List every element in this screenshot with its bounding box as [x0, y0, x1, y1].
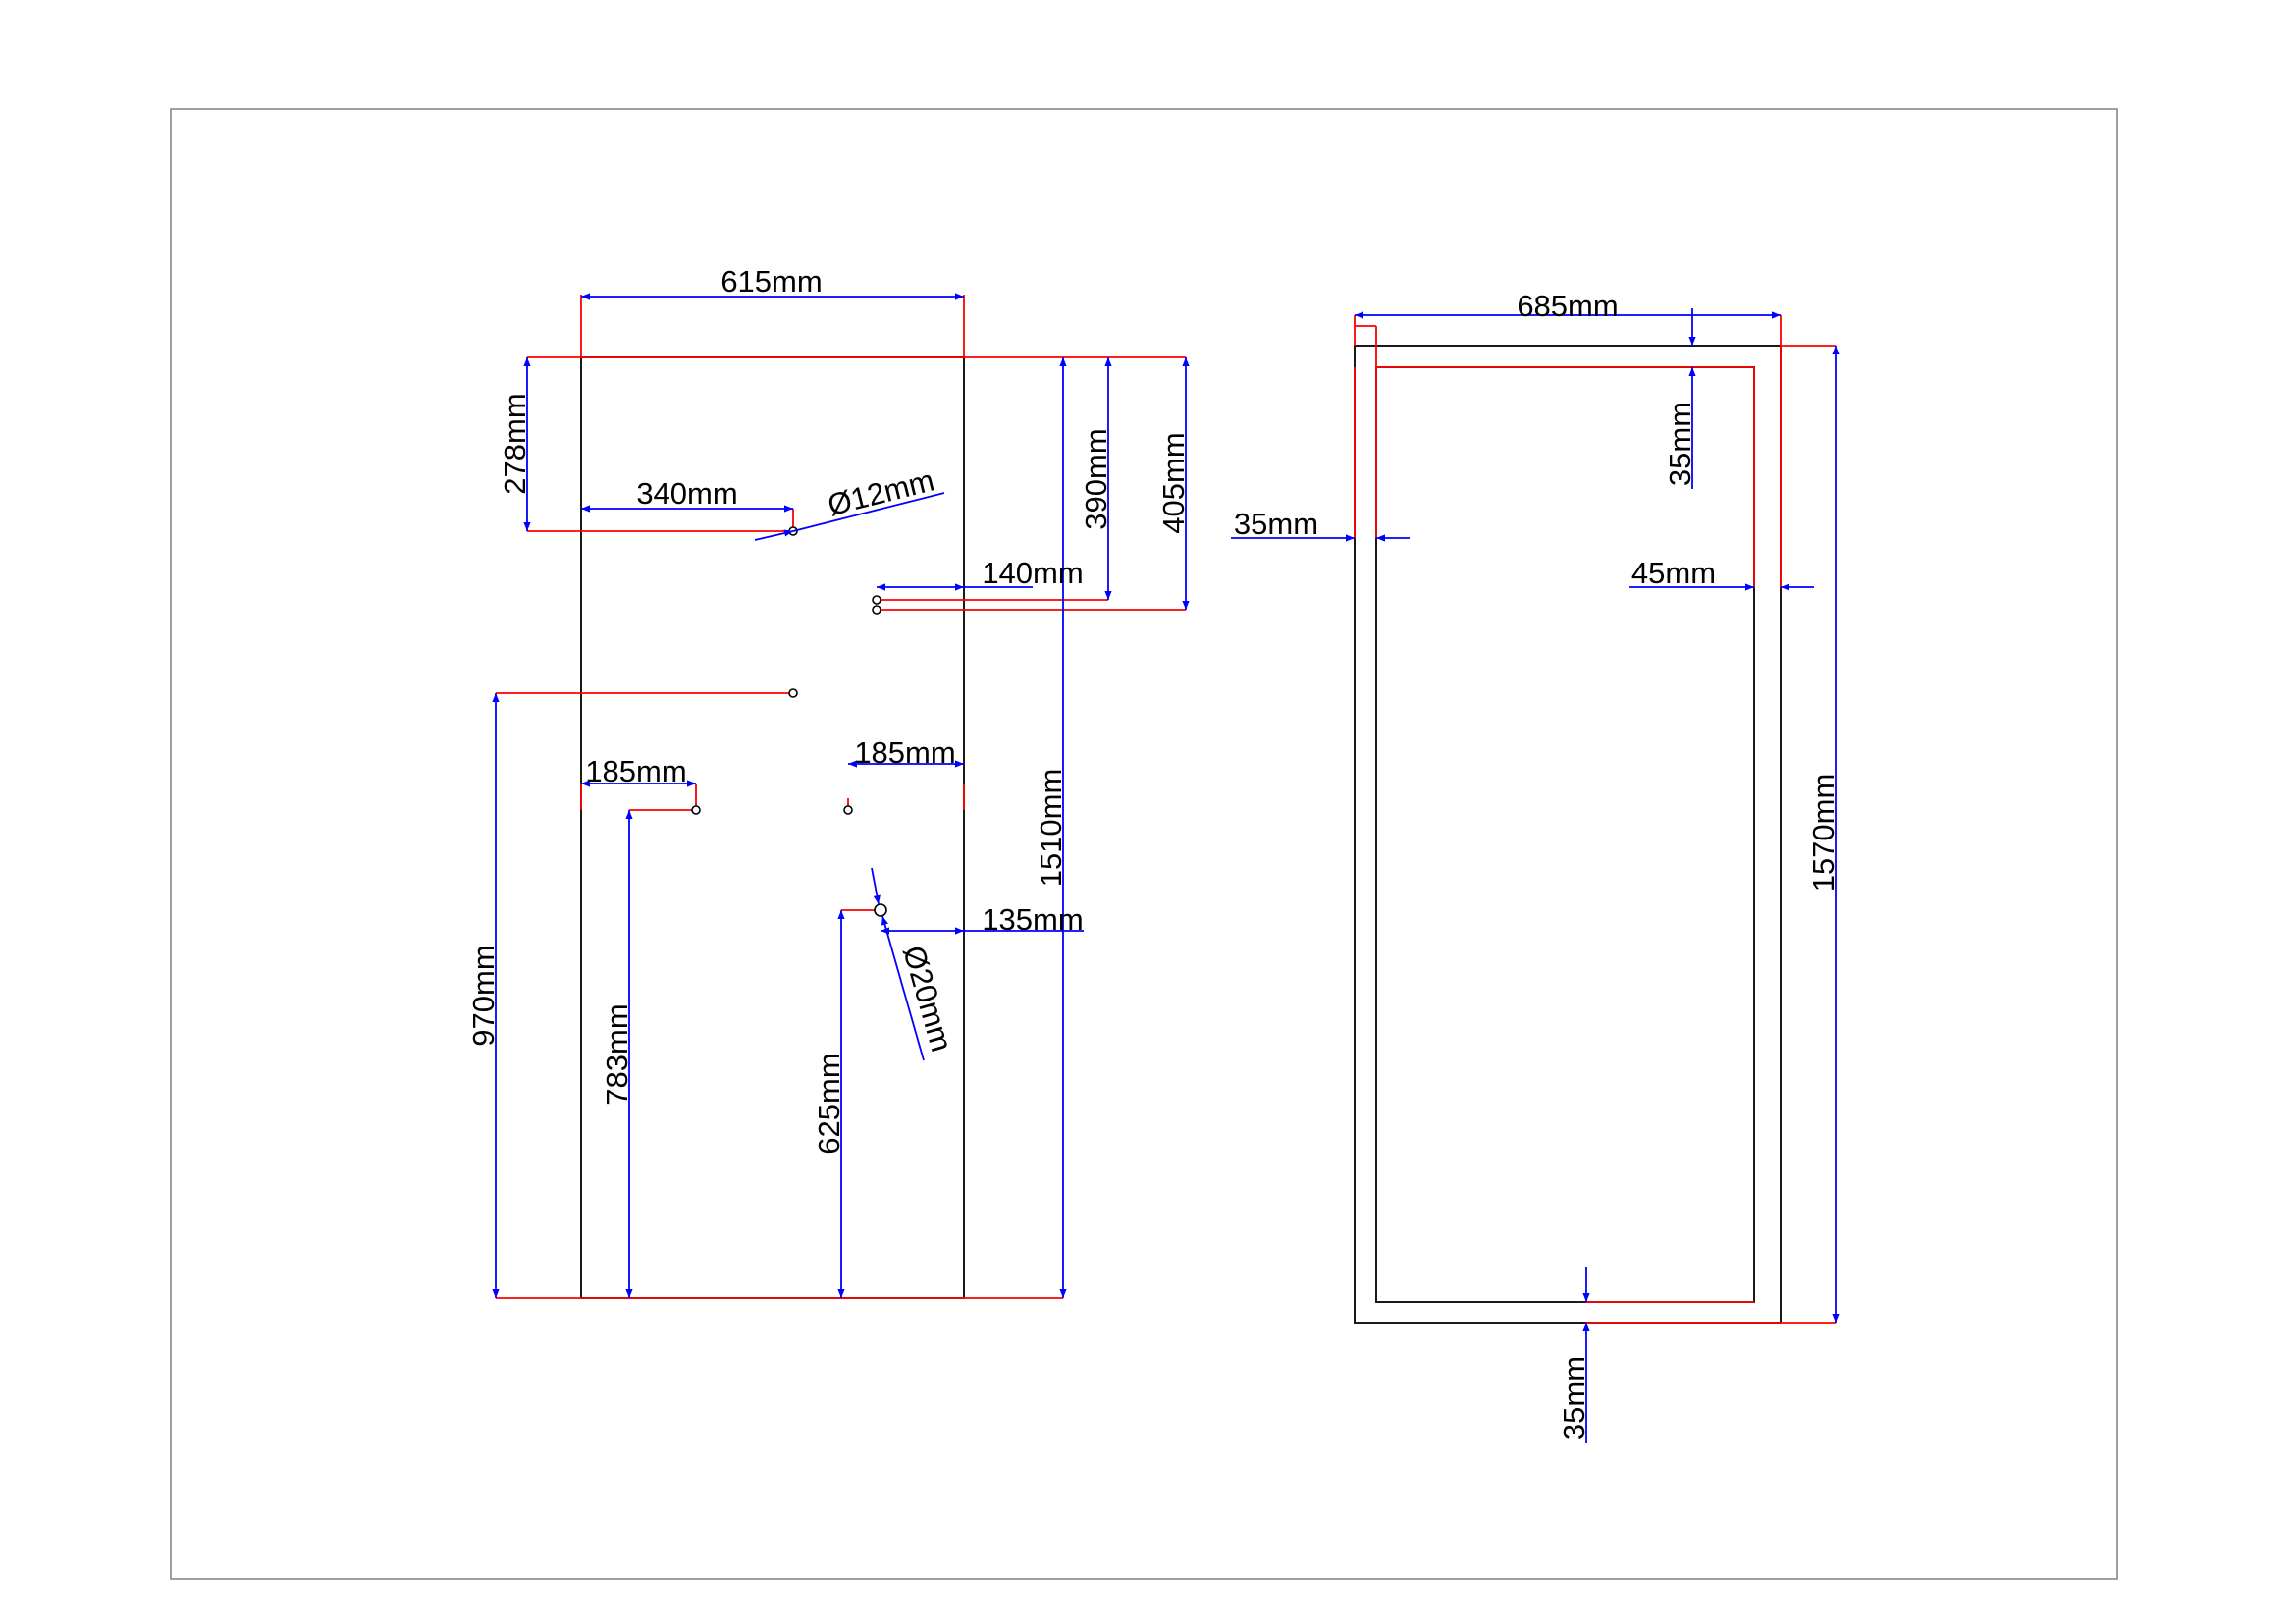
hole-e — [691, 805, 701, 815]
dim-hole-f-right-185: 185mm — [854, 735, 955, 770]
right-frame-extension-lines — [1354, 315, 1836, 1324]
left-panel-dimension-texts: 615mm 278mm 340mm Ø12mm 390mm 405mm 140m… — [466, 264, 1191, 1155]
hole-g — [874, 903, 887, 917]
dim-hole-e-bottom-783: 783mm — [600, 1003, 634, 1105]
dim-frame-left-border-35: 35mm — [1234, 507, 1318, 541]
right-frame-dimension-texts: 685mm 35mm 35mm 45mm 1570mm 35mm — [1234, 289, 1841, 1440]
dim-hole-g-bottom-625: 625mm — [812, 1053, 846, 1154]
sheet-frame — [170, 108, 2118, 1580]
dim-hole-c-top-405: 405mm — [1156, 432, 1191, 533]
left-panel: 615mm 278mm 340mm Ø12mm 390mm 405mm 140m… — [466, 264, 1191, 1299]
hole-b — [872, 595, 881, 605]
dim-hole-a-left-340: 340mm — [636, 476, 737, 511]
dim-hole-b-top-390: 390mm — [1079, 428, 1113, 529]
dim-hole-e-left-185: 185mm — [585, 754, 686, 788]
dim-frame-bottom-border-35: 35mm — [1557, 1356, 1591, 1440]
dim-hole-g-right-135: 135mm — [982, 902, 1083, 937]
dim-height-1510: 1510mm — [1034, 769, 1068, 888]
dim-hole-a-diameter: Ø12mm — [825, 462, 937, 522]
right-frame: 685mm 35mm 35mm 45mm 1570mm 35mm — [1231, 289, 1841, 1443]
left-panel-holes — [691, 526, 887, 917]
frame-inner-outline — [1375, 366, 1755, 1303]
hole-f — [843, 805, 853, 815]
dim-frame-height-1570: 1570mm — [1806, 774, 1841, 893]
dim-hole-d-bottom-970: 970mm — [466, 945, 501, 1046]
dim-hole-bc-right-140: 140mm — [982, 556, 1083, 590]
dim-frame-top-border-35: 35mm — [1663, 402, 1697, 486]
dim-frame-right-border-45: 45mm — [1631, 556, 1716, 590]
hole-d — [788, 688, 798, 698]
dim-width-615: 615mm — [721, 264, 822, 298]
dim-hole-a-top-278: 278mm — [498, 393, 532, 494]
right-frame-dimension-lines — [1231, 308, 1840, 1443]
dim-frame-width-685: 685mm — [1517, 289, 1618, 323]
hole-c — [872, 605, 881, 615]
left-panel-dimension-lines — [492, 293, 1190, 1298]
frame-outer-outline — [1354, 345, 1782, 1324]
